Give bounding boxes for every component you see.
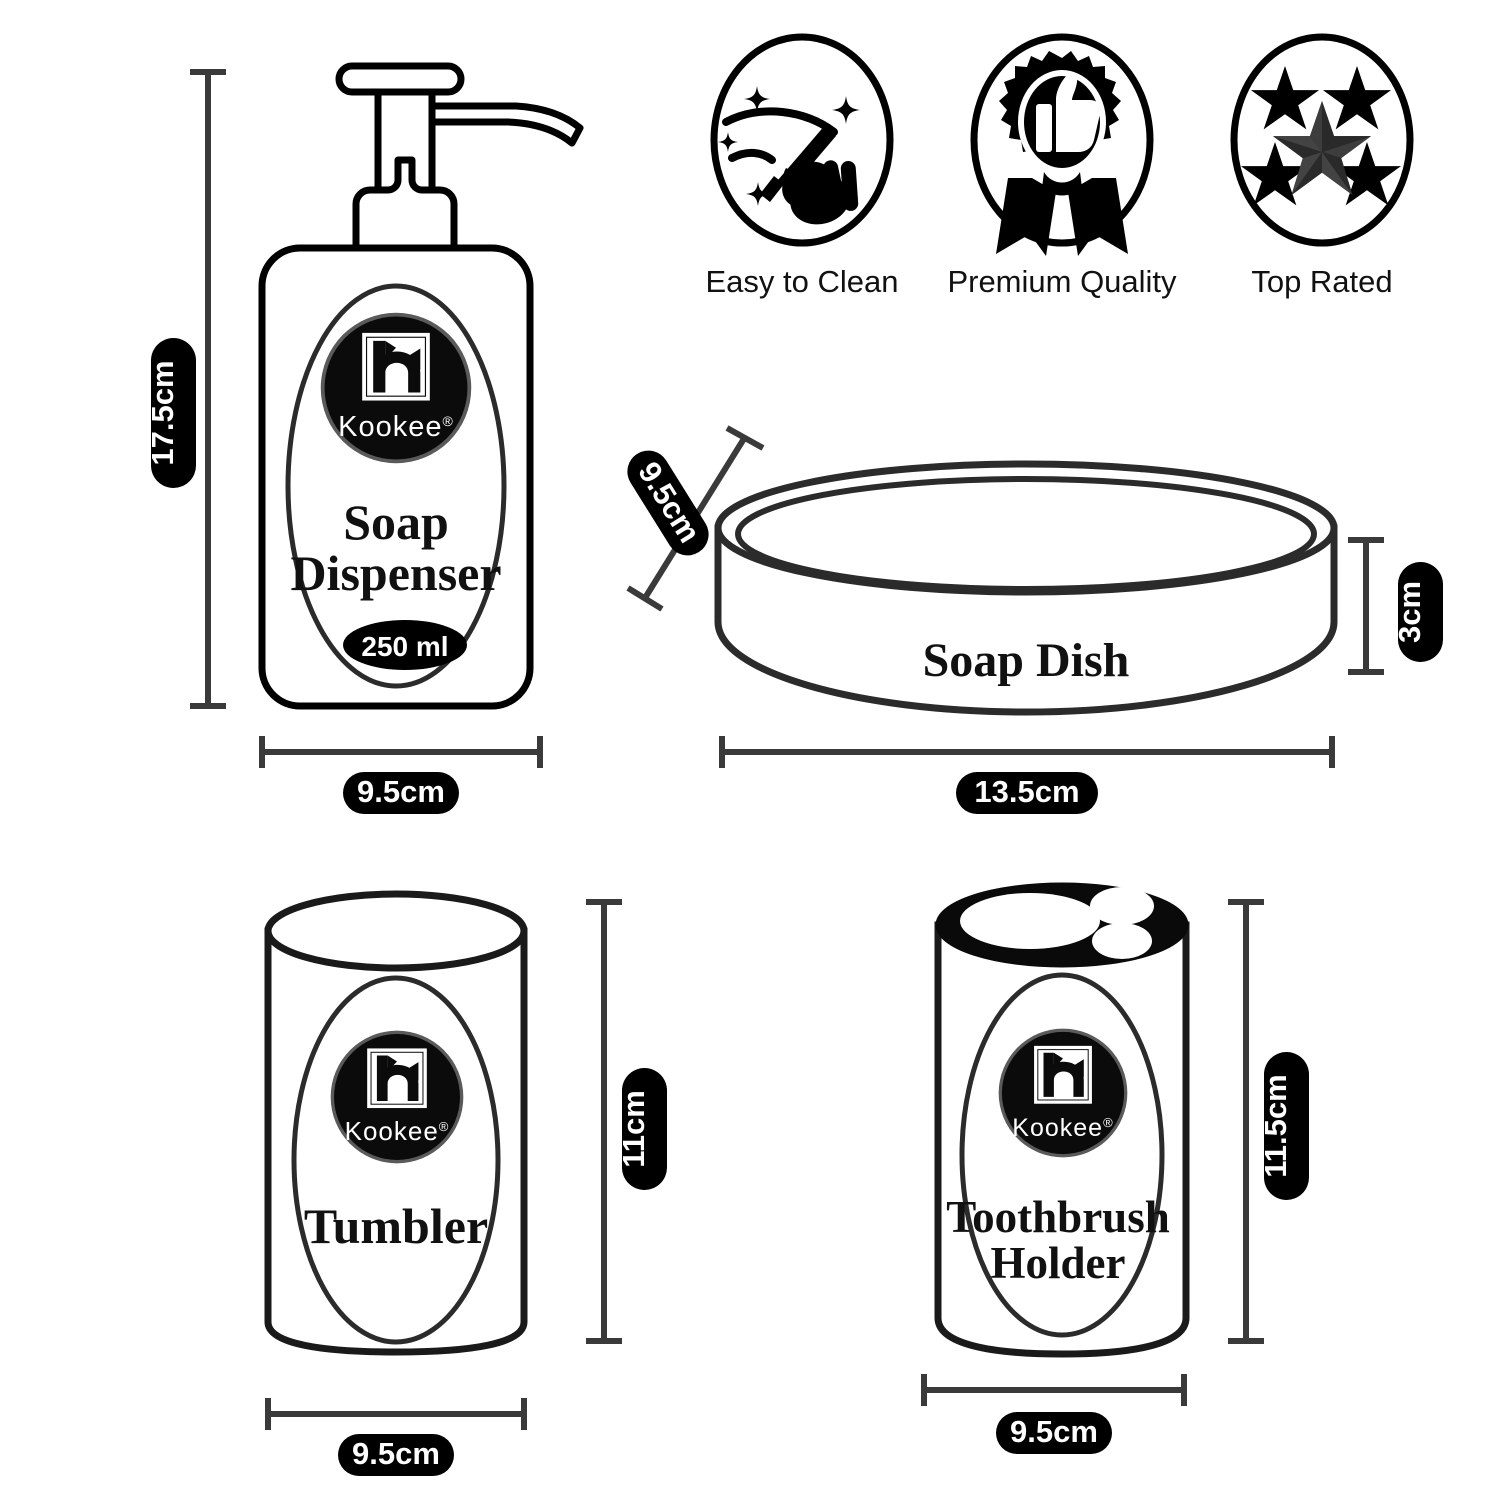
- product-title-line2: Holder: [991, 1238, 1126, 1288]
- award-ribbon-thumbs-up-icon: [996, 51, 1128, 256]
- dimension-value-height: 11.5cm: [1258, 1074, 1293, 1177]
- holder-top-plate: [935, 882, 1189, 968]
- badge-top-rated: Top Rated: [1230, 33, 1414, 299]
- product-title-line2: Dispenser: [290, 545, 501, 601]
- dimension-soap-dish-depth: 9.5cm: [626, 425, 765, 612]
- dimension-soap-dish-height: 3cm: [1348, 537, 1443, 675]
- badge-label-easy-to-clean: Easy to Clean: [706, 264, 899, 299]
- dimension-toothbrush-holder-height: 11.5cm: [1228, 899, 1309, 1344]
- capacity-badge: 250 ml: [343, 620, 467, 670]
- dimension-toothbrush-holder-width: 9.5cm: [921, 1374, 1187, 1454]
- dimension-value-height: 11cm: [616, 1090, 651, 1168]
- badge-label-premium-quality: Premium Quality: [947, 264, 1177, 299]
- dimension-value-width: 9.5cm: [357, 774, 445, 809]
- capacity-label: 250 ml: [361, 631, 448, 662]
- dimension-tumbler-width: 9.5cm: [265, 1398, 527, 1476]
- pump-collar: [352, 156, 458, 254]
- brand-name: Kookee®: [345, 1116, 450, 1146]
- dimension-soap-dispenser-height: 17.5cm: [145, 69, 226, 709]
- product-soap-dish: Soap Dish 9.5cm 3cm 13.5cm: [626, 425, 1443, 814]
- tumbler-rim: [264, 890, 528, 972]
- badge-easy-to-clean: Easy to Clean: [706, 33, 899, 299]
- label-outline: [285, 283, 507, 689]
- product-title-line1: Soap: [343, 494, 449, 550]
- dimension-value-width: 9.5cm: [352, 1436, 440, 1471]
- dimension-soap-dispenser-width: 9.5cm: [259, 736, 543, 814]
- product-title-soap-dish: Soap Dish: [923, 634, 1130, 687]
- product-toothbrush-holder: Kookee® Toothbrush Holder 11.5cm 9.5cm: [921, 882, 1309, 1454]
- dimension-value-height: 3cm: [1392, 581, 1427, 643]
- five-stars-icon: [1240, 66, 1402, 206]
- dimension-value-width: 13.5cm: [974, 774, 1079, 809]
- dimension-soap-dish-width: 13.5cm: [719, 736, 1335, 814]
- label-outline: [291, 975, 501, 1345]
- product-title-tumbler: Tumbler: [304, 1198, 488, 1254]
- dimension-tumbler-height: 11cm: [586, 899, 667, 1344]
- product-soap-dispenser: Kookee® Soap Dispenser 250 ml 17.5cm 9.5…: [145, 62, 584, 814]
- sparkle-hand-clean-icon: [718, 86, 860, 225]
- product-tumbler: Kookee® Tumbler 11cm 9.5cm: [264, 890, 667, 1476]
- dimension-value-depth: 9.5cm: [631, 456, 707, 549]
- badge-label-top-rated: Top Rated: [1251, 264, 1392, 299]
- dimension-value-width: 9.5cm: [1010, 1414, 1098, 1449]
- dimension-value-height: 17.5cm: [145, 360, 180, 465]
- badge-premium-quality: Premium Quality: [947, 33, 1177, 299]
- brand-name: Kookee®: [1012, 1114, 1113, 1142]
- brand-name: Kookee®: [338, 411, 454, 443]
- dish-inner-rim: [735, 476, 1317, 592]
- pump-cap: [335, 62, 465, 96]
- label-outline: [959, 972, 1165, 1338]
- product-title-line1: Toothbrush: [946, 1192, 1169, 1242]
- pump-spout: [428, 102, 584, 147]
